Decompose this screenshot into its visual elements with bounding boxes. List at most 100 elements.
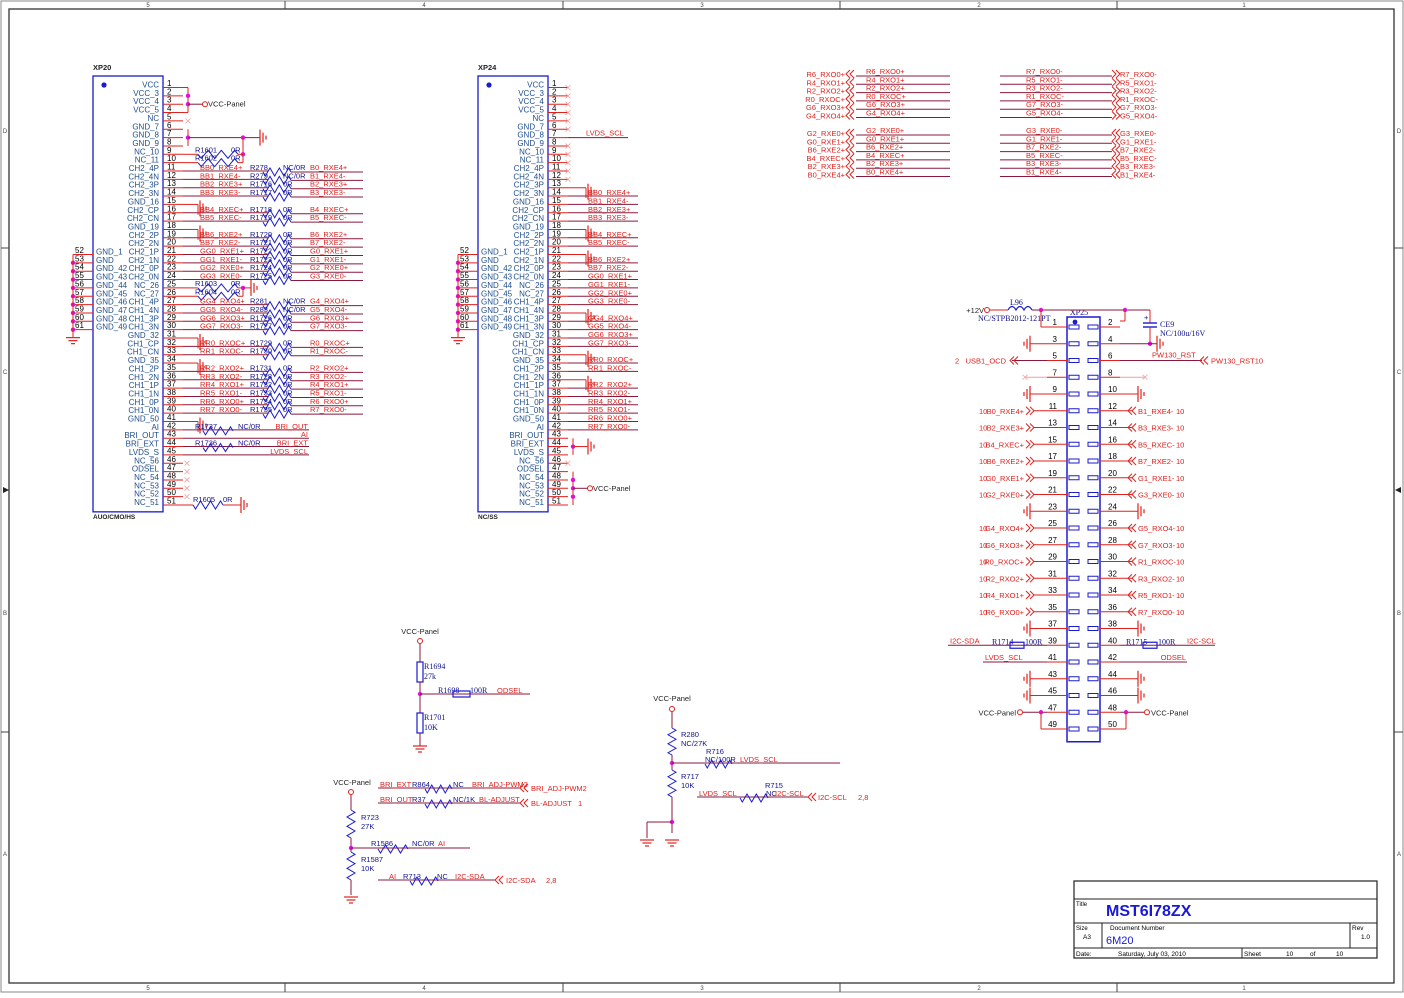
pin-name: GND_16 bbox=[513, 197, 545, 206]
power-port-icon bbox=[669, 706, 675, 712]
resistor-icon bbox=[262, 233, 292, 244]
resistor-ref: R1586 bbox=[371, 839, 393, 848]
resistor-value: NC bbox=[766, 789, 777, 798]
pin-pad bbox=[1068, 609, 1080, 615]
offpage-port-label: G6_RXO3+ bbox=[806, 103, 846, 112]
gnd-pin-name: GND_47 bbox=[96, 306, 128, 315]
offpage-port-label: USB1_OCD bbox=[966, 357, 1007, 366]
resistor-value: 0R bbox=[283, 205, 293, 214]
pin-number: 54 bbox=[75, 263, 84, 272]
offpage-port-label: R1_RXOC- bbox=[1120, 95, 1158, 104]
frame-row-label: C bbox=[1397, 370, 1402, 376]
resistor-ref: R1735 bbox=[250, 405, 272, 414]
offpage-connector-icon bbox=[1009, 356, 1019, 365]
pin-number: 31 bbox=[552, 330, 561, 339]
gnd-pin-name: GND_48 bbox=[96, 314, 128, 323]
pin-name: CH1_4N bbox=[513, 306, 544, 315]
connector-ref: XP24 bbox=[478, 63, 497, 72]
net-label: BB1_RXE4- bbox=[588, 196, 629, 205]
net-label: G2_RXE0+ bbox=[310, 263, 349, 272]
offpage-connector-icon bbox=[1127, 490, 1137, 499]
offpage-connector-icon bbox=[1111, 153, 1121, 163]
ground-icon bbox=[1023, 620, 1031, 637]
sheet-number: 10 bbox=[1286, 951, 1294, 958]
pin-number: 10 bbox=[1108, 385, 1117, 394]
pin-number: 15 bbox=[167, 196, 176, 205]
pin-number: 48 bbox=[552, 471, 561, 480]
resistor-ref: R283 bbox=[250, 305, 268, 314]
offpage-port-label: B0_RXE4+ bbox=[808, 171, 846, 180]
pin-name: CH1_CP bbox=[127, 339, 159, 348]
title-value: MST6I78ZX bbox=[1106, 903, 1192, 920]
pin-name: GND_8 bbox=[517, 131, 544, 140]
pin-name: CH2_3N bbox=[128, 189, 159, 198]
offpage-port-label: R5_RXO1- bbox=[1138, 591, 1175, 600]
offpage-connector-icon bbox=[1111, 170, 1121, 179]
resistor-ref: R1694 bbox=[424, 662, 445, 671]
pin-name: CH1_CP bbox=[512, 339, 544, 348]
pin-pad bbox=[1087, 492, 1099, 497]
pin-name: NC_52 bbox=[134, 490, 159, 499]
resistor-icon bbox=[409, 876, 439, 886]
net-label: R2_RXO2+ bbox=[310, 363, 349, 372]
pin-name: GND_9 bbox=[132, 139, 159, 148]
pin-number: 8 bbox=[1108, 368, 1113, 377]
net-label: BL-ADJUST bbox=[479, 795, 520, 804]
pin-number: 33 bbox=[167, 346, 176, 355]
resistor-ref: R1602 bbox=[195, 154, 217, 163]
resistor-icon bbox=[262, 267, 292, 278]
capacitor-value: NC/100u/16V bbox=[1160, 329, 1206, 338]
offpage-connector-icon bbox=[1111, 102, 1121, 112]
power-port-icon bbox=[587, 485, 593, 492]
offpage-port-label: G0_RXE1+ bbox=[986, 474, 1025, 483]
net-label: GG5_RXO4- bbox=[588, 322, 631, 331]
pin-number: 42 bbox=[552, 421, 561, 430]
docnum-value: 6M20 bbox=[1106, 935, 1134, 947]
offpage-connector-icon bbox=[1025, 406, 1035, 416]
pin-number: 51 bbox=[552, 497, 561, 506]
offpage-port-label: B1_RXE4- bbox=[1138, 407, 1174, 416]
pin-name: CH1_4P bbox=[129, 298, 159, 307]
offpage-connector-icon bbox=[1127, 607, 1137, 617]
ground-icon bbox=[1023, 335, 1031, 352]
resistor-icon bbox=[262, 409, 292, 420]
offpage-port-label: I2C-SDA bbox=[506, 876, 536, 885]
pin-number: 5 bbox=[1053, 352, 1058, 361]
net-label: GG3_RXE0- bbox=[200, 272, 243, 281]
pin-number: 8 bbox=[167, 137, 172, 146]
resistor-icon bbox=[424, 783, 453, 795]
resistor-icon bbox=[452, 690, 471, 698]
pin-name: NC_53 bbox=[134, 481, 159, 490]
pin-number: 32 bbox=[167, 338, 176, 347]
pin-name: GND_7 bbox=[517, 122, 544, 131]
net-label: BRI_OUT bbox=[380, 795, 413, 804]
gnd-pin-name: GND_47 bbox=[481, 306, 513, 315]
net-label: LVDS_SCL bbox=[740, 755, 778, 764]
offpage-port-label: B7_RXE2- bbox=[1138, 457, 1174, 466]
frame-row-label: D bbox=[1397, 129, 1402, 135]
resistor-icon bbox=[262, 342, 292, 353]
net-label: ODSEL bbox=[497, 686, 522, 695]
pin-number: 50 bbox=[552, 488, 561, 497]
net-label: G3_RXE0- bbox=[1026, 126, 1063, 135]
pin-pad bbox=[1087, 425, 1099, 430]
sheet-of-label: of bbox=[1310, 951, 1316, 958]
pin-pad bbox=[1068, 709, 1080, 715]
pin-name: CH2_3P bbox=[514, 181, 544, 190]
date-label: Date: bbox=[1076, 951, 1092, 958]
offpage-connector-icon bbox=[1025, 439, 1035, 449]
offpage-port-label: G0_RXE1+ bbox=[807, 137, 846, 146]
net-label: BRI_OUT bbox=[275, 422, 308, 431]
pin-number: 28 bbox=[552, 304, 561, 313]
page-reference: 10 bbox=[1176, 574, 1184, 583]
resistor-value: 0R bbox=[283, 230, 293, 239]
resistor-value: NC/0R bbox=[283, 163, 306, 172]
resistor-value: 0R bbox=[283, 338, 293, 347]
frame-row-label: A bbox=[3, 852, 7, 858]
offpage-port-label: G2_RXE0+ bbox=[807, 129, 846, 138]
net-label: GG6_RXO3+ bbox=[588, 330, 633, 339]
net-label: BB2_RXE3+ bbox=[588, 205, 631, 214]
net-label: R5_RXO1- bbox=[310, 388, 347, 397]
pin-number: 47 bbox=[552, 463, 561, 472]
